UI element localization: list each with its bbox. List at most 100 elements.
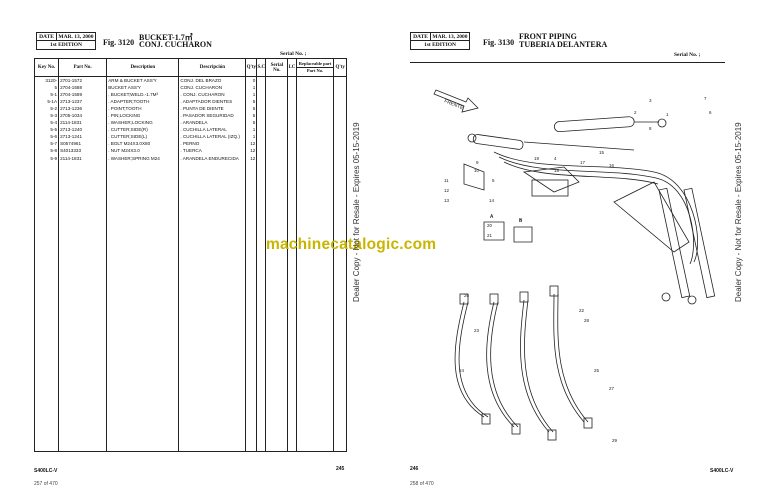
cell-empty bbox=[333, 140, 347, 148]
cell-key-no: 5-1 bbox=[33, 90, 60, 98]
cell-empty bbox=[245, 161, 258, 453]
cell-empty bbox=[256, 76, 267, 84]
cell-empty bbox=[287, 111, 297, 120]
date-label: DATE bbox=[37, 33, 57, 40]
figure-title-es: CONJ. CUCHARON bbox=[139, 40, 212, 49]
cell-empty bbox=[287, 161, 297, 453]
cell-empty bbox=[265, 111, 289, 120]
cell-part-no: 2713-1241 bbox=[58, 133, 108, 141]
cell-empty bbox=[287, 147, 297, 155]
cell-key-no: 5-3 bbox=[33, 111, 60, 120]
callout-label: 16 bbox=[609, 163, 615, 168]
callout-label: 10 bbox=[474, 168, 480, 173]
cell-part-no: 2713-1237 bbox=[58, 97, 108, 105]
callout-label: 7 bbox=[704, 96, 707, 101]
col-qty: Q'ty bbox=[245, 58, 258, 77]
cell-empty bbox=[256, 83, 267, 91]
cell-description-es: CONJ. CUCHARON bbox=[178, 83, 247, 91]
header-rule bbox=[410, 62, 725, 63]
right-catalog-page: DATE MAR. 13, 2000 1st EDITION Fig. 3130… bbox=[384, 0, 768, 495]
callout-label: 12 bbox=[444, 188, 450, 193]
cell-key-no: 5-1A bbox=[33, 97, 60, 105]
callout-label: 8 bbox=[649, 126, 652, 131]
cell-empty bbox=[295, 147, 335, 155]
table-header-row: Key No. Part No. Description Descripción… bbox=[33, 58, 347, 77]
cell-part-no: S4013333 bbox=[58, 147, 108, 155]
date-value: MAR. 13, 2000 bbox=[58, 34, 94, 40]
cell-empty bbox=[333, 90, 347, 98]
cell-empty bbox=[256, 97, 267, 105]
col-desc-es: Descripción bbox=[178, 58, 247, 77]
cell-qty: 12 bbox=[245, 140, 258, 148]
callout-label: 21 bbox=[487, 233, 493, 238]
cell-empty bbox=[287, 140, 297, 148]
cell-description-es: . PASADOR SEGURIDAD bbox=[178, 111, 247, 120]
callout-label: 28 bbox=[584, 318, 590, 323]
callout-label: 6 bbox=[709, 110, 712, 115]
cell-description-es: . CUCHILLA LATERAL bbox=[178, 126, 247, 134]
cell-empty bbox=[333, 161, 347, 453]
col-replaceable: Replaceable part Part No. bbox=[295, 58, 335, 77]
callout-label: B bbox=[519, 218, 522, 223]
dealer-note-right: Dealer Copy - Not for Resale - Expires 0… bbox=[734, 122, 743, 302]
col-replaceable-title: Replaceable part bbox=[296, 61, 334, 68]
cell-qty: 5 bbox=[245, 119, 258, 127]
cell-empty bbox=[287, 154, 297, 162]
callout-label: 24 bbox=[459, 368, 465, 373]
callout-label: 2 bbox=[634, 110, 637, 115]
cell-empty bbox=[256, 161, 267, 453]
cell-empty bbox=[256, 104, 267, 112]
cell-empty bbox=[256, 111, 267, 120]
date-label: DATE bbox=[411, 33, 431, 40]
callout-label: A bbox=[490, 214, 493, 219]
callout-label: 22 bbox=[579, 308, 585, 313]
cell-empty bbox=[265, 119, 289, 127]
parts-table: Key No. Part No. Description Descripción… bbox=[33, 58, 347, 453]
cell-empty bbox=[333, 147, 347, 155]
cell-qty: 5 bbox=[245, 111, 258, 120]
callout-label: 9 bbox=[476, 160, 479, 165]
cell-empty bbox=[295, 76, 335, 84]
col-desc-en: Description bbox=[106, 58, 180, 77]
callout-label: 3 bbox=[649, 98, 652, 103]
callout-label: 18 bbox=[554, 168, 560, 173]
cell-empty bbox=[295, 133, 335, 141]
cell-description-es: . PERNO bbox=[178, 140, 247, 148]
cell-description-es: . CONJ. CUCHARON bbox=[178, 90, 247, 98]
figure-title-es: TUBERIA DELANTERA bbox=[519, 40, 608, 49]
pdf-page-counter: 258 of 470 bbox=[410, 481, 434, 487]
callout-label: 19 bbox=[534, 156, 540, 161]
col-part: Part No. bbox=[58, 58, 108, 77]
cell-empty bbox=[333, 111, 347, 120]
cell-description-en: ARM & BUCKET ASS'Y bbox=[106, 76, 180, 84]
cell-key-no: 5-6 bbox=[33, 133, 60, 141]
cell-empty bbox=[333, 133, 347, 141]
serial-label: Serial No. ; bbox=[674, 52, 701, 58]
cell-qty: 5 bbox=[245, 104, 258, 112]
cell-empty bbox=[33, 161, 60, 453]
cell-qty: 12 bbox=[245, 147, 258, 155]
cell-empty bbox=[256, 90, 267, 98]
cell-empty bbox=[265, 147, 289, 155]
cell-empty bbox=[58, 161, 108, 453]
cell-empty bbox=[333, 154, 347, 162]
cell-key-no: 5-5 bbox=[33, 126, 60, 134]
callout-label: 27 bbox=[609, 386, 615, 391]
dealer-note-center: Dealer Copy - Not for Resale - Expires 0… bbox=[352, 122, 361, 302]
callout-label: 26 bbox=[464, 293, 470, 298]
cell-part-no: 2704-1588 bbox=[58, 83, 108, 91]
callout-label: 5 bbox=[492, 178, 495, 183]
date-value: MAR. 13, 2000 bbox=[432, 34, 468, 40]
callout-label: 4 bbox=[554, 156, 557, 161]
callout-label: 20 bbox=[487, 223, 493, 228]
date-edition-box: DATE MAR. 13, 2000 1st EDITION bbox=[36, 32, 96, 50]
cell-empty bbox=[333, 76, 347, 84]
cell-description-en: . BUCKET;WELD.-1.7M³ bbox=[106, 90, 180, 98]
